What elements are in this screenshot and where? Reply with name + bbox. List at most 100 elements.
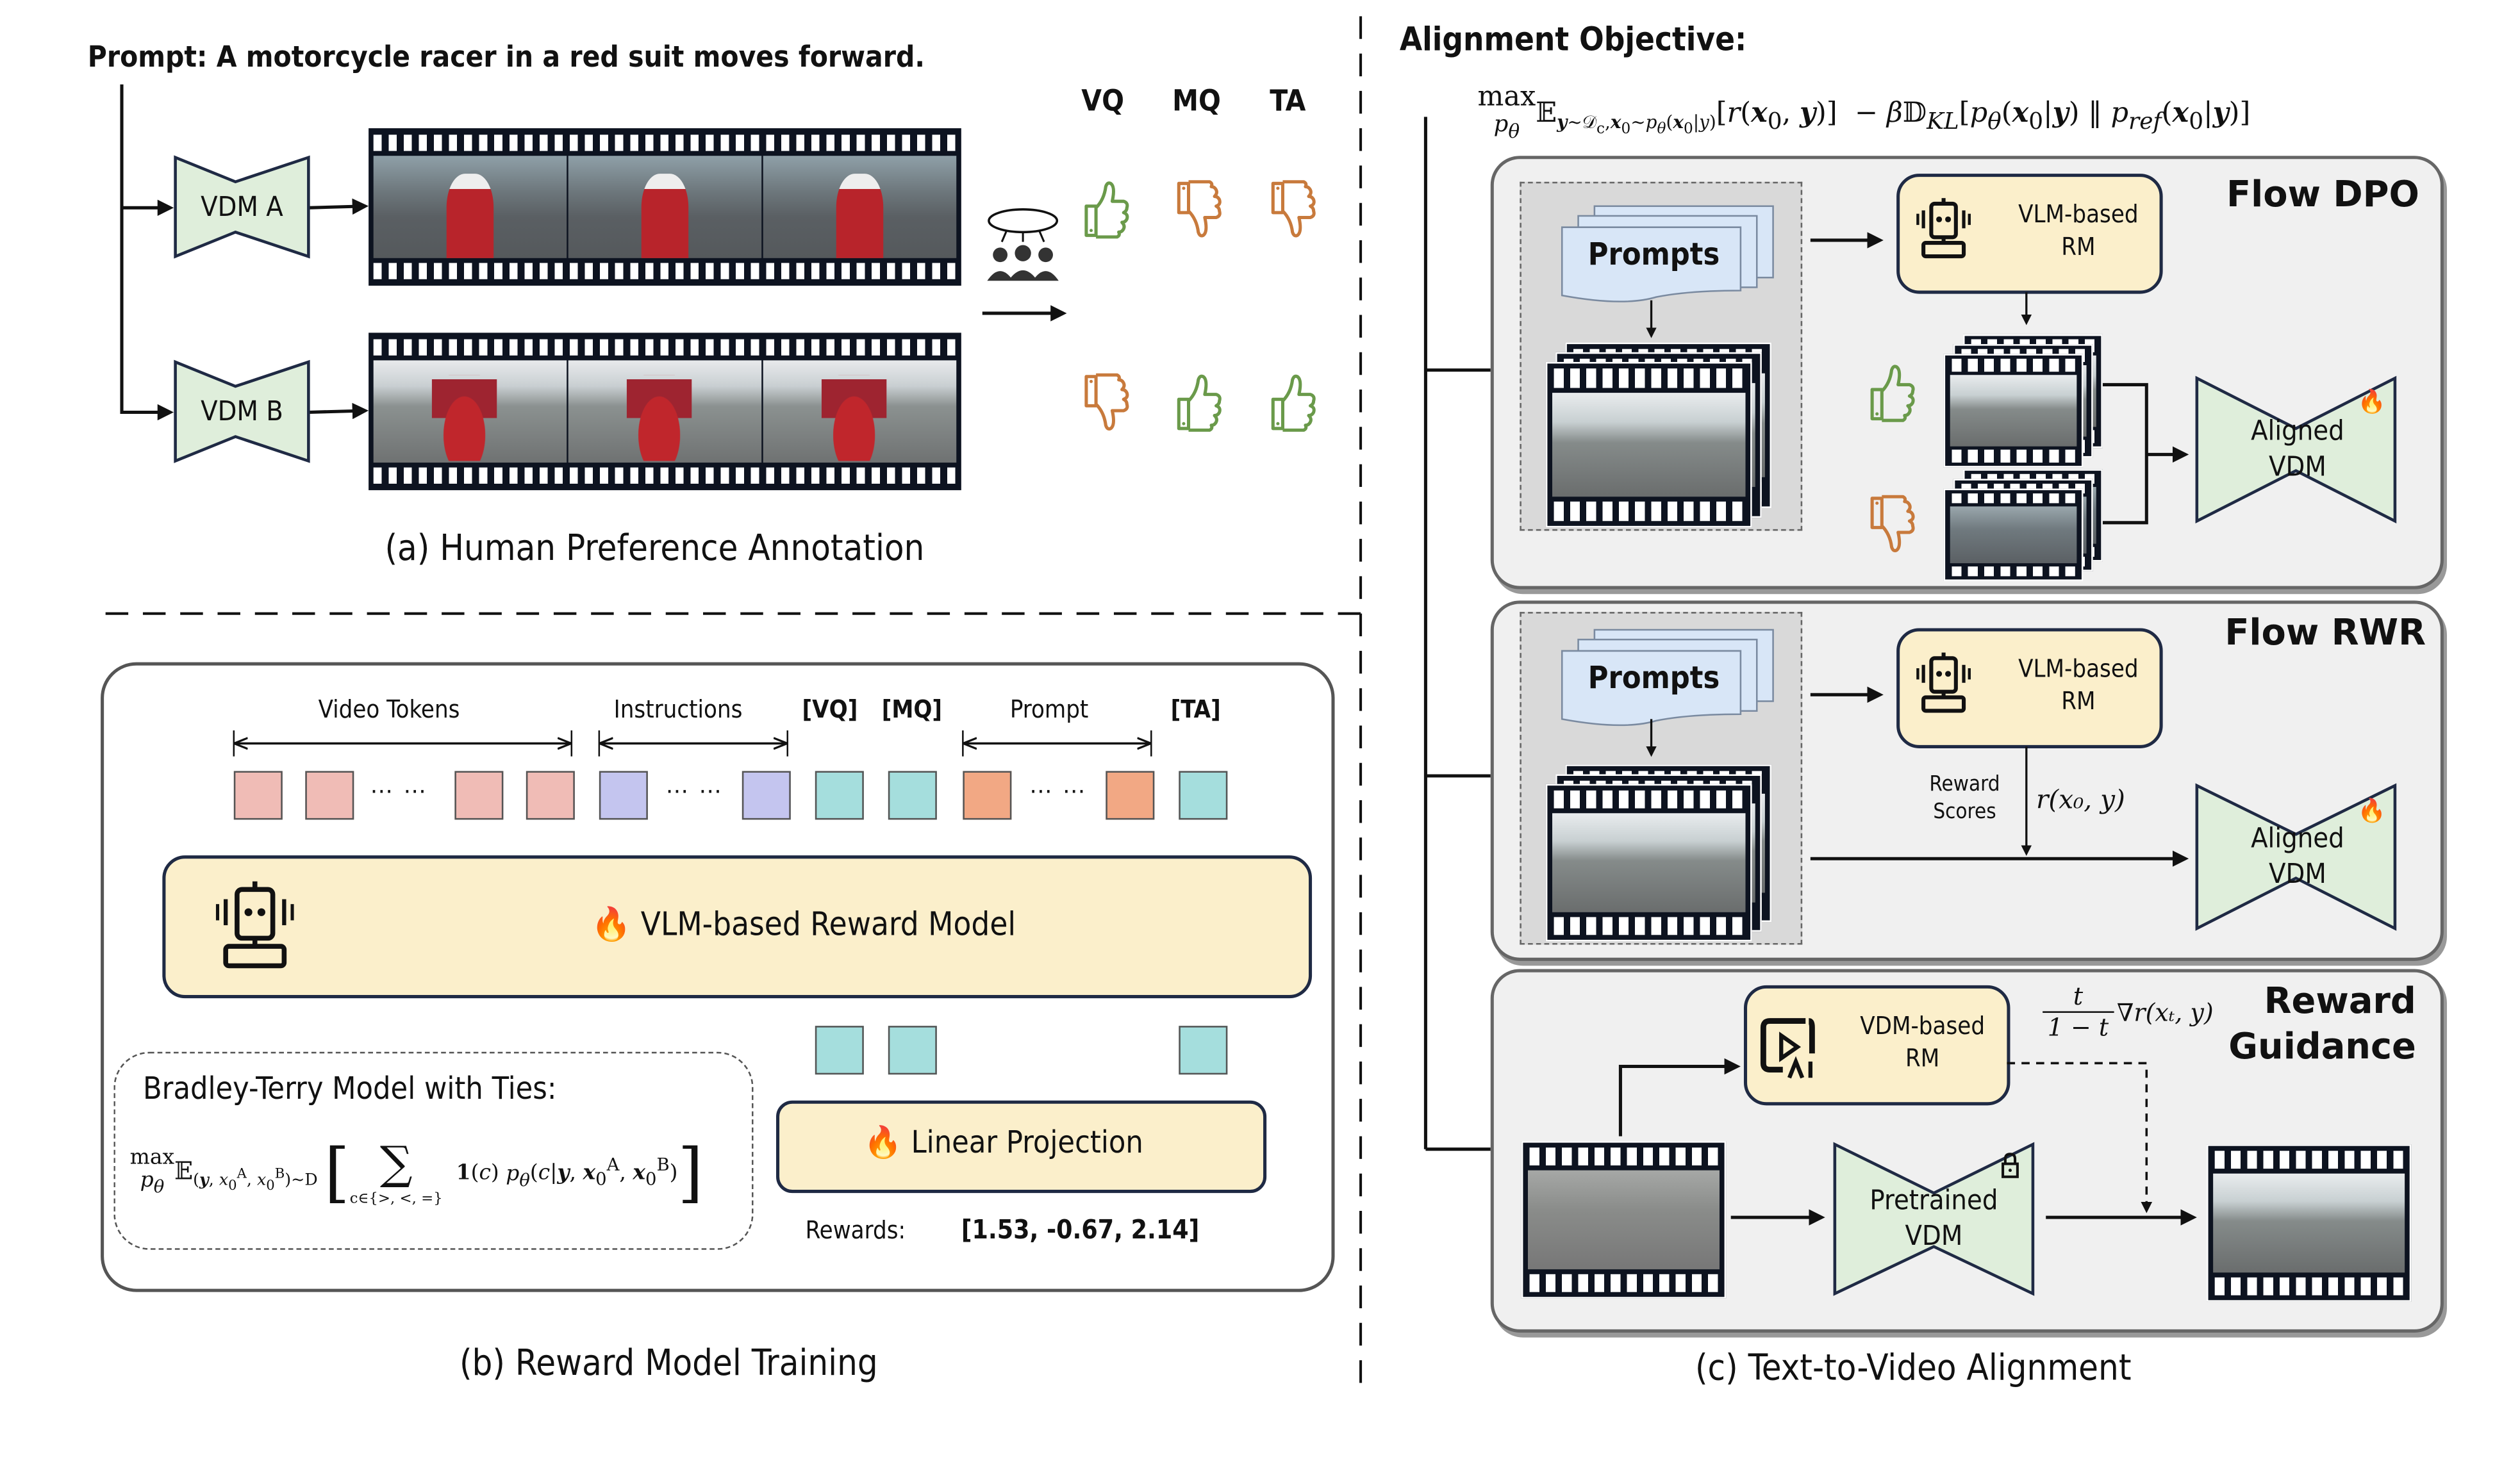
- vdm-rm-label: VDM-based RM: [1844, 1010, 2000, 1074]
- dpo-aligned-line2: VDM: [2269, 451, 2326, 484]
- thumbs-up-icon: [1174, 374, 1223, 438]
- robot-icon: [1911, 646, 1976, 727]
- vq-output-token: [815, 1026, 864, 1075]
- label-video-tokens: Video Tokens: [318, 694, 460, 724]
- token-span-arrows: [233, 730, 1152, 757]
- vlm-reward-model-box: [162, 855, 1313, 999]
- linear-projection-label: 🔥 Linear Projection: [863, 1123, 1143, 1161]
- mq-token: [888, 771, 937, 820]
- rwr-aligned-vdm-shape: [2195, 783, 2397, 931]
- thumbs-down-icon: [1174, 180, 1223, 245]
- linear-projection-text: Linear Projection: [911, 1124, 1143, 1161]
- criterion-mq: MQ: [1172, 84, 1221, 119]
- section-a-connectors: [120, 84, 1067, 463]
- dpo-aligned-vdm-shape: [2195, 375, 2397, 523]
- film-holes-bottom: [373, 263, 957, 279]
- flow-rwr-title: Flow RWR: [2225, 613, 2426, 655]
- vdm-b-label: VDM B: [201, 396, 283, 429]
- vq-token: [815, 771, 864, 820]
- video-b-frames: [373, 360, 957, 463]
- film-holes-top: [373, 339, 957, 356]
- mq-output-token: [888, 1026, 937, 1075]
- robot-icon: [215, 881, 294, 969]
- label-prompt: Prompt: [1009, 694, 1089, 724]
- criterion-ta: TA: [1270, 84, 1306, 119]
- vdm-b-shape: [174, 359, 310, 463]
- fire-icon: 🔥: [591, 904, 632, 943]
- dpo-aligned-line1: Aligned: [2251, 415, 2344, 448]
- rewards-values: [1.53, -0.67, 2.14]: [961, 1214, 1200, 1245]
- reward-scores-label: Reward Scores: [1916, 771, 2014, 826]
- thumbs-down-icon: [1268, 180, 1317, 245]
- thumbs-down-icon: [1868, 495, 1916, 560]
- reward-guidance-title-line2: Guidance: [2228, 1027, 2416, 1069]
- video-a-frames: [373, 156, 957, 258]
- reward-guidance-title: Reward Guidance: [2228, 980, 2416, 1071]
- dpo-rm-label-line1: VLM-based: [2018, 199, 2139, 229]
- vdm-a-shape: [174, 155, 310, 259]
- label-ta-token: [TA]: [1170, 694, 1221, 724]
- rwr-prompts-doc-icon: [1561, 629, 1774, 727]
- film-holes-top: [373, 135, 957, 151]
- criterion-vq: VQ: [1081, 84, 1124, 119]
- pretrained-line1: Pretrained: [1869, 1185, 1998, 1218]
- reward-scores-line1: Reward: [1929, 772, 2000, 797]
- reward-guidance-title-line1: Reward: [2264, 982, 2416, 1023]
- vdm-a-label: VDM A: [201, 191, 283, 224]
- vdm-rm-label-line2: RM: [1905, 1044, 1940, 1073]
- vdm-rm-label-line1: VDM-based: [1860, 1011, 1985, 1040]
- instruction-token: [599, 771, 648, 820]
- guidance-numerator: t: [2073, 982, 2084, 1012]
- thumbs-up-icon: [1081, 180, 1130, 245]
- dpo-rm-label-line2: RM: [2061, 232, 2096, 261]
- dpo-prompts-doc-icon: [1561, 205, 1774, 302]
- rwr-aligned-line1: Aligned: [2251, 823, 2344, 856]
- dpo-vlm-rm-box: [1896, 174, 2163, 294]
- thumbs-up-icon: [1868, 364, 1916, 429]
- token-ellipsis: ⋯ ⋯: [370, 779, 428, 805]
- fire-icon: 🔥: [863, 1124, 902, 1161]
- vlm-reward-model-text: VLM-based Reward Model: [640, 904, 1016, 943]
- prompt-token: [1106, 771, 1155, 820]
- caption-c: (c) Text-to-Video Alignment: [1695, 1349, 2132, 1390]
- robot-icon: [1911, 192, 1976, 273]
- label-mq-token: [MQ]: [881, 694, 943, 724]
- video-frame: [373, 156, 567, 258]
- video-token: [233, 771, 283, 820]
- annotators-icon: [987, 208, 1059, 281]
- caption-a: (a) Human Preference Annotation: [385, 529, 925, 570]
- rwr-rm-label-line1: VLM-based: [2018, 654, 2139, 684]
- linear-projection-box: [776, 1100, 1267, 1194]
- token-ellipsis: ⋯ ⋯: [665, 779, 724, 805]
- lock-icon: [2002, 1153, 2019, 1178]
- pretrained-line2: VDM: [1905, 1220, 1963, 1253]
- video-b-filmstrip: [369, 333, 961, 491]
- reward-scores-line2: Scores: [1933, 800, 1996, 825]
- video-token: [526, 771, 575, 820]
- dpo-prompts-label: Prompts: [1587, 236, 1720, 273]
- vdm-rm-box: [1743, 985, 2010, 1106]
- label-vq-token: [VQ]: [802, 694, 858, 724]
- alignment-objective-title: Alignment Objective:: [1399, 19, 1747, 59]
- bradley-terry-title: Bradley-Terry Model with Ties:: [142, 1071, 557, 1107]
- video-token: [454, 771, 504, 820]
- dpo-rm-label: VLM-based RM: [2000, 198, 2156, 263]
- video-frame: [763, 156, 957, 258]
- rwr-aligned-line2: VDM: [2269, 859, 2326, 891]
- bradley-terry-box: [113, 1051, 754, 1250]
- token-ellipsis: ⋯ ⋯: [1029, 779, 1088, 805]
- flow-dpo-title: Flow DPO: [2226, 175, 2419, 216]
- video-frame: [568, 156, 762, 258]
- video-token: [305, 771, 354, 820]
- instruction-token: [742, 771, 791, 820]
- film-holes-bottom: [373, 467, 957, 484]
- video-a-filmstrip: [369, 128, 961, 286]
